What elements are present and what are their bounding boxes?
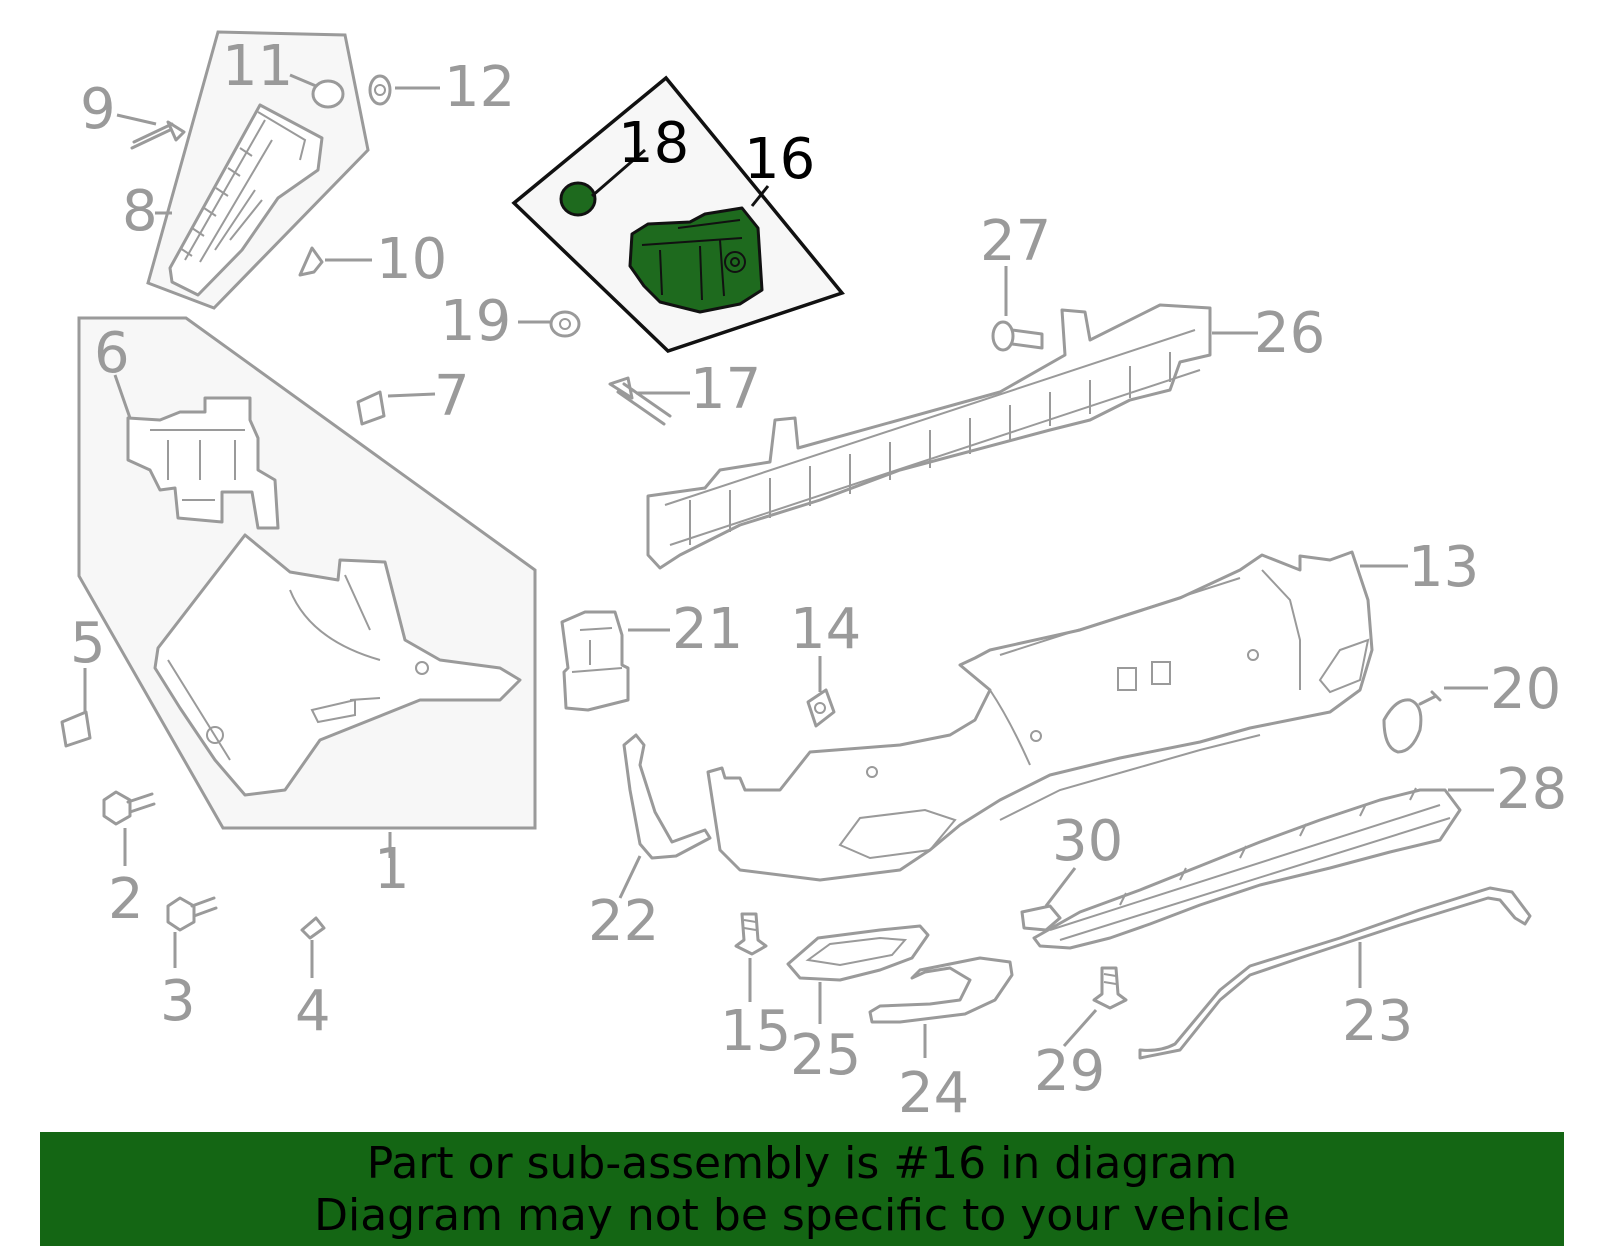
part-22-bracket[interactable] bbox=[622, 733, 712, 860]
callout-2: 2 bbox=[108, 867, 144, 932]
part-1-bumper-corner[interactable] bbox=[153, 533, 522, 797]
callout-27: 27 bbox=[980, 209, 1051, 274]
callout-12: 12 bbox=[444, 55, 515, 120]
banner-line-1: Part or sub-assembly is #16 in diagram bbox=[366, 1138, 1238, 1189]
callout-16: 16 bbox=[744, 127, 815, 192]
part-19-grommet[interactable] bbox=[549, 310, 581, 338]
callout-25: 25 bbox=[790, 1023, 861, 1088]
part-18-cap[interactable] bbox=[559, 181, 597, 217]
callout-24: 24 bbox=[898, 1061, 969, 1126]
callout-10: 10 bbox=[376, 227, 447, 292]
part-5-clip[interactable] bbox=[60, 710, 92, 748]
part-28-lower-diffuser[interactable] bbox=[1032, 787, 1462, 950]
callout-7: 7 bbox=[434, 364, 470, 429]
part-16-bracket[interactable] bbox=[628, 206, 764, 314]
callout-5: 5 bbox=[70, 611, 106, 676]
part-30-clip[interactable] bbox=[1020, 904, 1062, 932]
part-26-reinforcement-beam[interactable] bbox=[646, 303, 1212, 570]
part-9-bolt[interactable] bbox=[130, 120, 186, 150]
part-8-side-bracket[interactable] bbox=[168, 103, 324, 297]
callout-17: 17 bbox=[690, 357, 761, 422]
part-3-bolt[interactable] bbox=[166, 896, 218, 932]
callout-13: 13 bbox=[1408, 535, 1479, 600]
leader-lines bbox=[83, 73, 1494, 1058]
callout-14: 14 bbox=[790, 597, 861, 662]
callout-23: 23 bbox=[1342, 989, 1413, 1054]
callout-30: 30 bbox=[1052, 809, 1123, 874]
callout-4: 4 bbox=[295, 979, 331, 1044]
callout-1: 1 bbox=[374, 837, 410, 902]
callout-15: 15 bbox=[720, 999, 791, 1064]
callout-19: 19 bbox=[440, 289, 511, 354]
info-banner: Part or sub-assembly is #16 in diagram D… bbox=[40, 1132, 1564, 1246]
callout-18: 18 bbox=[618, 111, 689, 176]
part-17-push-pin[interactable] bbox=[608, 376, 672, 426]
part-2-bolt[interactable] bbox=[102, 790, 156, 826]
callout-20: 20 bbox=[1490, 657, 1561, 722]
part-29-bolt[interactable] bbox=[1092, 966, 1128, 1010]
part-12-grommet[interactable] bbox=[368, 74, 392, 106]
callout-28: 28 bbox=[1496, 757, 1567, 822]
part-7-nut[interactable] bbox=[356, 390, 386, 426]
part-24-exhaust-trim[interactable] bbox=[868, 956, 1014, 1024]
callout-8: 8 bbox=[122, 179, 158, 244]
part-13-bumper-cover[interactable] bbox=[706, 550, 1374, 882]
part-4-clip[interactable] bbox=[300, 916, 326, 940]
callout-29: 29 bbox=[1034, 1039, 1105, 1104]
part-10-clip[interactable] bbox=[298, 246, 324, 277]
part-21-bracket[interactable] bbox=[560, 610, 630, 712]
callout-6: 6 bbox=[94, 321, 130, 386]
part-25-exhaust-trim[interactable] bbox=[786, 924, 930, 982]
callout-9: 9 bbox=[80, 77, 116, 142]
part-14-clip[interactable] bbox=[806, 688, 836, 728]
part-11-plug[interactable] bbox=[311, 79, 345, 109]
callout-22: 22 bbox=[588, 889, 659, 954]
callout-21: 21 bbox=[672, 597, 743, 662]
callout-3: 3 bbox=[160, 969, 196, 1034]
callout-labels: 11 9 8 12 10 19 17 7 6 5 2 3 4 1 18 16 2… bbox=[70, 34, 1567, 1126]
part-20-sensor[interactable] bbox=[1382, 690, 1442, 754]
part-15-bolt[interactable] bbox=[734, 912, 768, 956]
part-27-bolt[interactable] bbox=[991, 320, 1044, 352]
banner-line-2: Diagram may not be specific to your vehi… bbox=[314, 1190, 1290, 1241]
callout-26: 26 bbox=[1254, 301, 1325, 366]
part-23-trim-strip[interactable] bbox=[1138, 886, 1532, 1060]
part-6-bracket[interactable] bbox=[126, 396, 280, 530]
callout-11: 11 bbox=[222, 34, 293, 99]
